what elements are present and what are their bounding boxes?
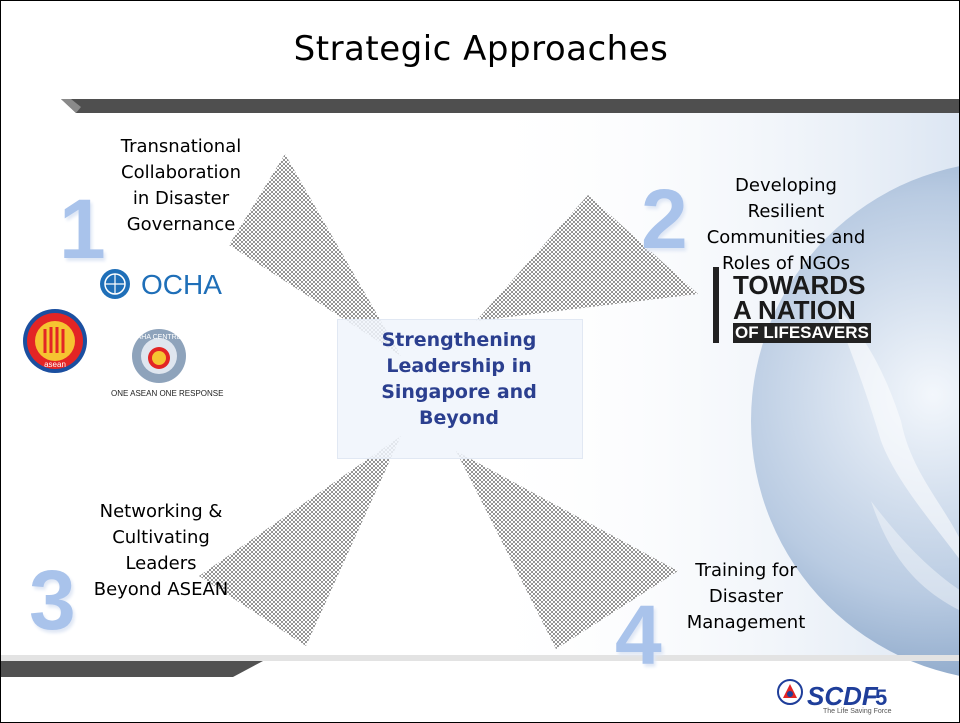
- bottom-band: [1, 661, 263, 677]
- approach-4-line: Disaster: [708, 586, 784, 607]
- top-band: [61, 99, 959, 113]
- approach-2-number: 2: [641, 172, 688, 266]
- approach-4-line: Management: [686, 612, 806, 633]
- center-line: Beyond: [419, 407, 499, 429]
- approach-4-label: Training for Disaster Management: [661, 558, 831, 636]
- scdf-badge-icon: [777, 679, 803, 705]
- svg-text:asean: asean: [44, 360, 66, 369]
- approach-3-label: Networking & Cultivating Leaders Beyond …: [71, 499, 251, 603]
- asean-logo: asean: [23, 309, 87, 373]
- ocha-logo-text: OCHA: [141, 269, 222, 300]
- asean-caption: ONE ASEAN ONE RESPONSE: [111, 389, 224, 398]
- arrow-to-approach-1: [229, 154, 401, 356]
- page-number: 5: [875, 685, 888, 710]
- approach-4-line: Training for: [695, 560, 797, 581]
- center-line: Strengthening: [381, 329, 537, 351]
- arrow-to-approach-4: [456, 451, 678, 649]
- arrow-to-approach-2: [476, 195, 698, 321]
- approach-2-line: Roles of NGOs: [722, 253, 850, 274]
- svg-text:AHA CENTRE: AHA CENTRE: [137, 334, 182, 341]
- center-text: Strengthening Leadership in Singapore an…: [337, 327, 581, 431]
- approach-1-number: 1: [59, 182, 106, 276]
- approach-2-line: Resilient: [747, 201, 825, 222]
- approach-1-line: Collaboration: [121, 162, 241, 183]
- un-emblem-icon: [100, 269, 130, 299]
- singapore-flag-icon: [713, 267, 719, 343]
- center-line: Singapore and: [381, 381, 537, 403]
- approach-3-line: Cultivating: [112, 527, 210, 548]
- aha-centre-logo: AHA CENTRE: [132, 329, 186, 383]
- approach-3-line: Beyond ASEAN: [93, 579, 229, 600]
- approach-1-line: Governance: [126, 214, 236, 235]
- approach-1-line: in Disaster: [132, 188, 230, 209]
- towards-line: TOWARDS: [733, 270, 866, 300]
- approach-2-label: Developing Resilient Communities and Rol…: [661, 173, 911, 277]
- approach-1-line: Transnational: [120, 136, 242, 157]
- approach-3-number: 3: [29, 553, 76, 647]
- approach-2-line: Developing: [735, 175, 837, 196]
- towards-line: OF LIFESAVERS: [733, 323, 871, 343]
- arrow-to-approach-3: [199, 436, 401, 646]
- center-box: [337, 319, 583, 459]
- approach-1-label: Transnational Collaboration in Disaster …: [101, 134, 261, 238]
- approach-3-line: Leaders: [125, 553, 197, 574]
- ocha-logo: OCHA: [97, 265, 222, 305]
- approach-4-number: 4: [615, 588, 662, 682]
- towards-line: A NATION: [733, 295, 856, 325]
- scdf-tagline: The Life Saving Force: [823, 708, 892, 715]
- globe-graphic: [751, 166, 959, 676]
- towards-a-nation-logo: TOWARDS A NATION OF LIFESAVERS: [733, 270, 873, 343]
- scdf-logo-text: SCDF: [807, 681, 878, 711]
- approach-2-line: Communities and: [706, 227, 866, 248]
- slide-title: Strategic Approaches: [293, 29, 669, 69]
- approach-3-line: Networking &: [99, 501, 223, 522]
- center-line: Leadership in: [386, 355, 532, 377]
